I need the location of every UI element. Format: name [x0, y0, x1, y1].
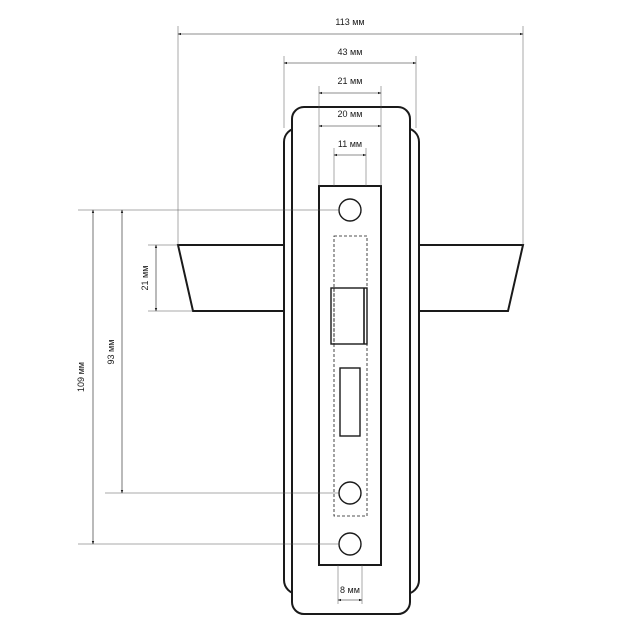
center-distance-label: 93 мм: [106, 340, 116, 365]
latch-bolt: [330, 287, 368, 345]
handle-height-label: 21 мм: [140, 266, 150, 291]
faceplate: [318, 185, 382, 566]
plate-width-label: 43 мм: [338, 47, 363, 57]
right-handle: [402, 244, 525, 312]
hole-width-label: 11 мм: [338, 139, 362, 149]
left-handle: [176, 244, 301, 312]
mortise-outline: [333, 235, 368, 517]
total-height-label: 109 мм: [76, 362, 86, 392]
mortise-width-label: 20 мм: [338, 109, 363, 119]
bottom-width-label: 8 мм: [340, 585, 360, 595]
faceplate-width-label: 21 мм: [338, 76, 363, 86]
dead-bolt: [339, 367, 361, 437]
total-width-label: 113 мм: [335, 17, 364, 27]
